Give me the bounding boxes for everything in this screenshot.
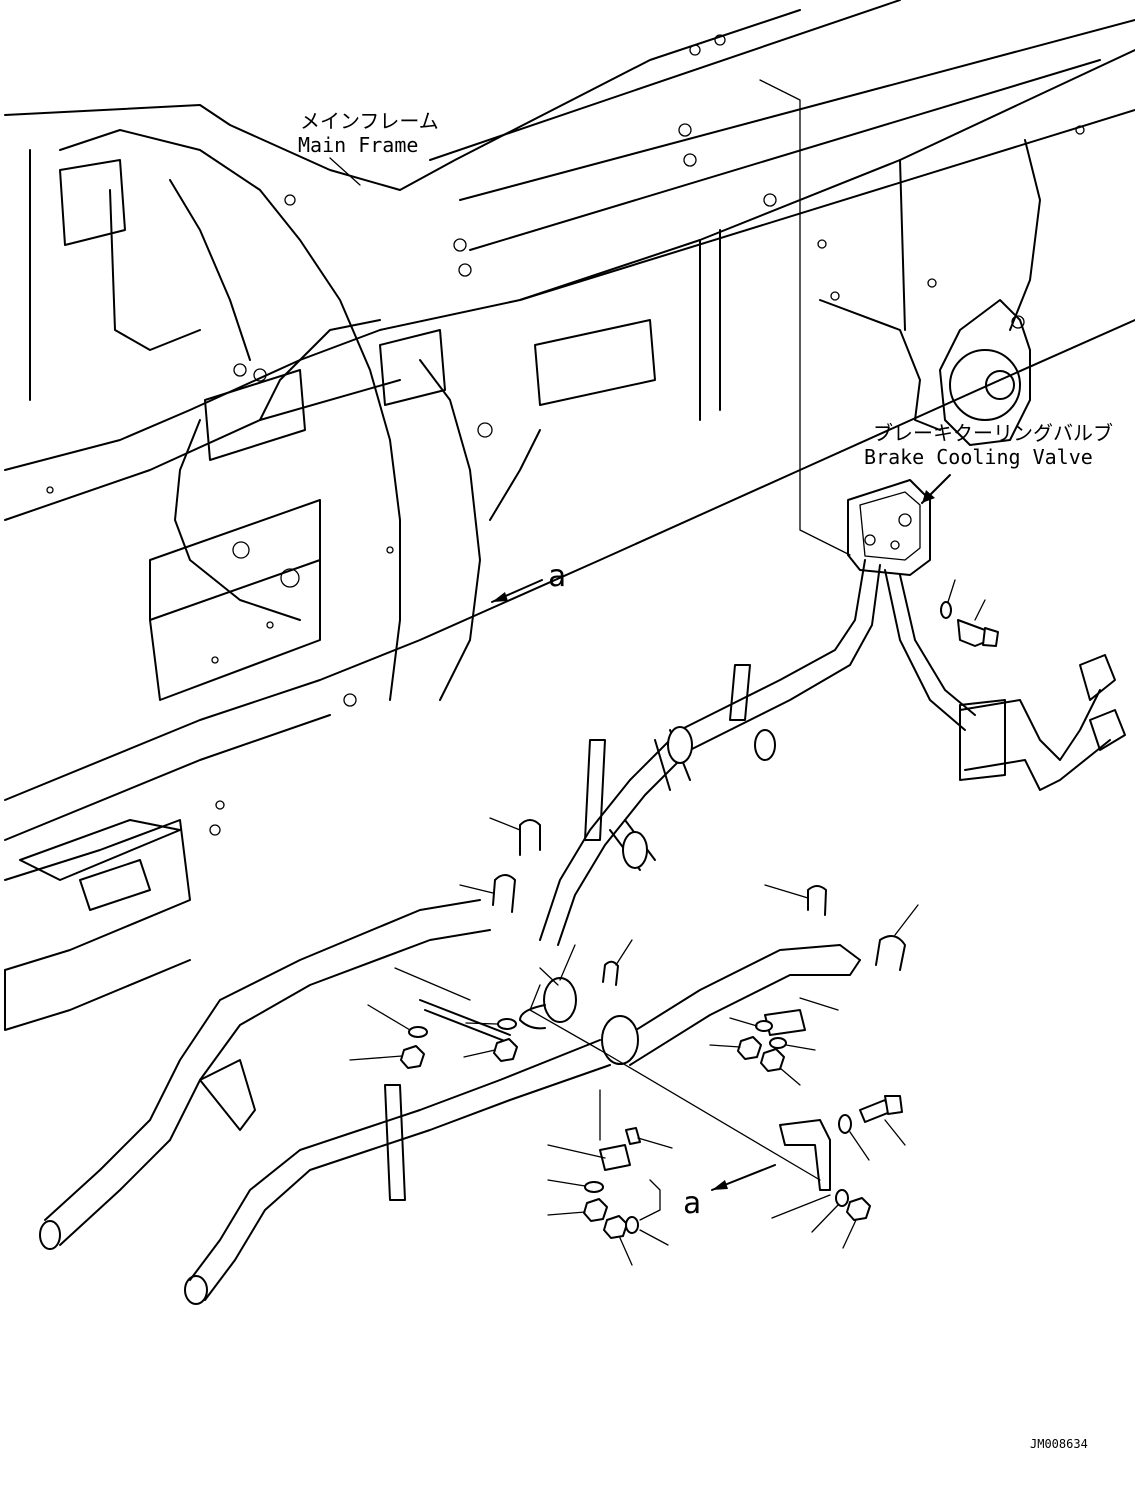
drawing-number: JM008634	[1030, 1437, 1088, 1451]
main-frame-label-jp: メインフレーム	[300, 109, 439, 133]
view-marker-a-lower: a	[683, 1186, 701, 1221]
fasteners	[400, 601, 999, 1239]
main-frame	[4, 0, 1135, 1031]
view-marker-a-upper: a	[548, 559, 566, 594]
brake-valve-label-jp: ブレーキクーリングバルブ	[873, 421, 1113, 445]
brake-cooling-valve	[847, 479, 931, 576]
leader-lines	[329, 79, 986, 1266]
brake-valve-label-en: Brake Cooling Valve	[864, 445, 1093, 469]
hose-assembly	[39, 559, 1126, 1305]
main-frame-label-en: Main Frame	[298, 133, 418, 157]
text-labels: メインフレーム Main Frame ブレーキクーリングバルブ Brake Co…	[298, 109, 1113, 1451]
